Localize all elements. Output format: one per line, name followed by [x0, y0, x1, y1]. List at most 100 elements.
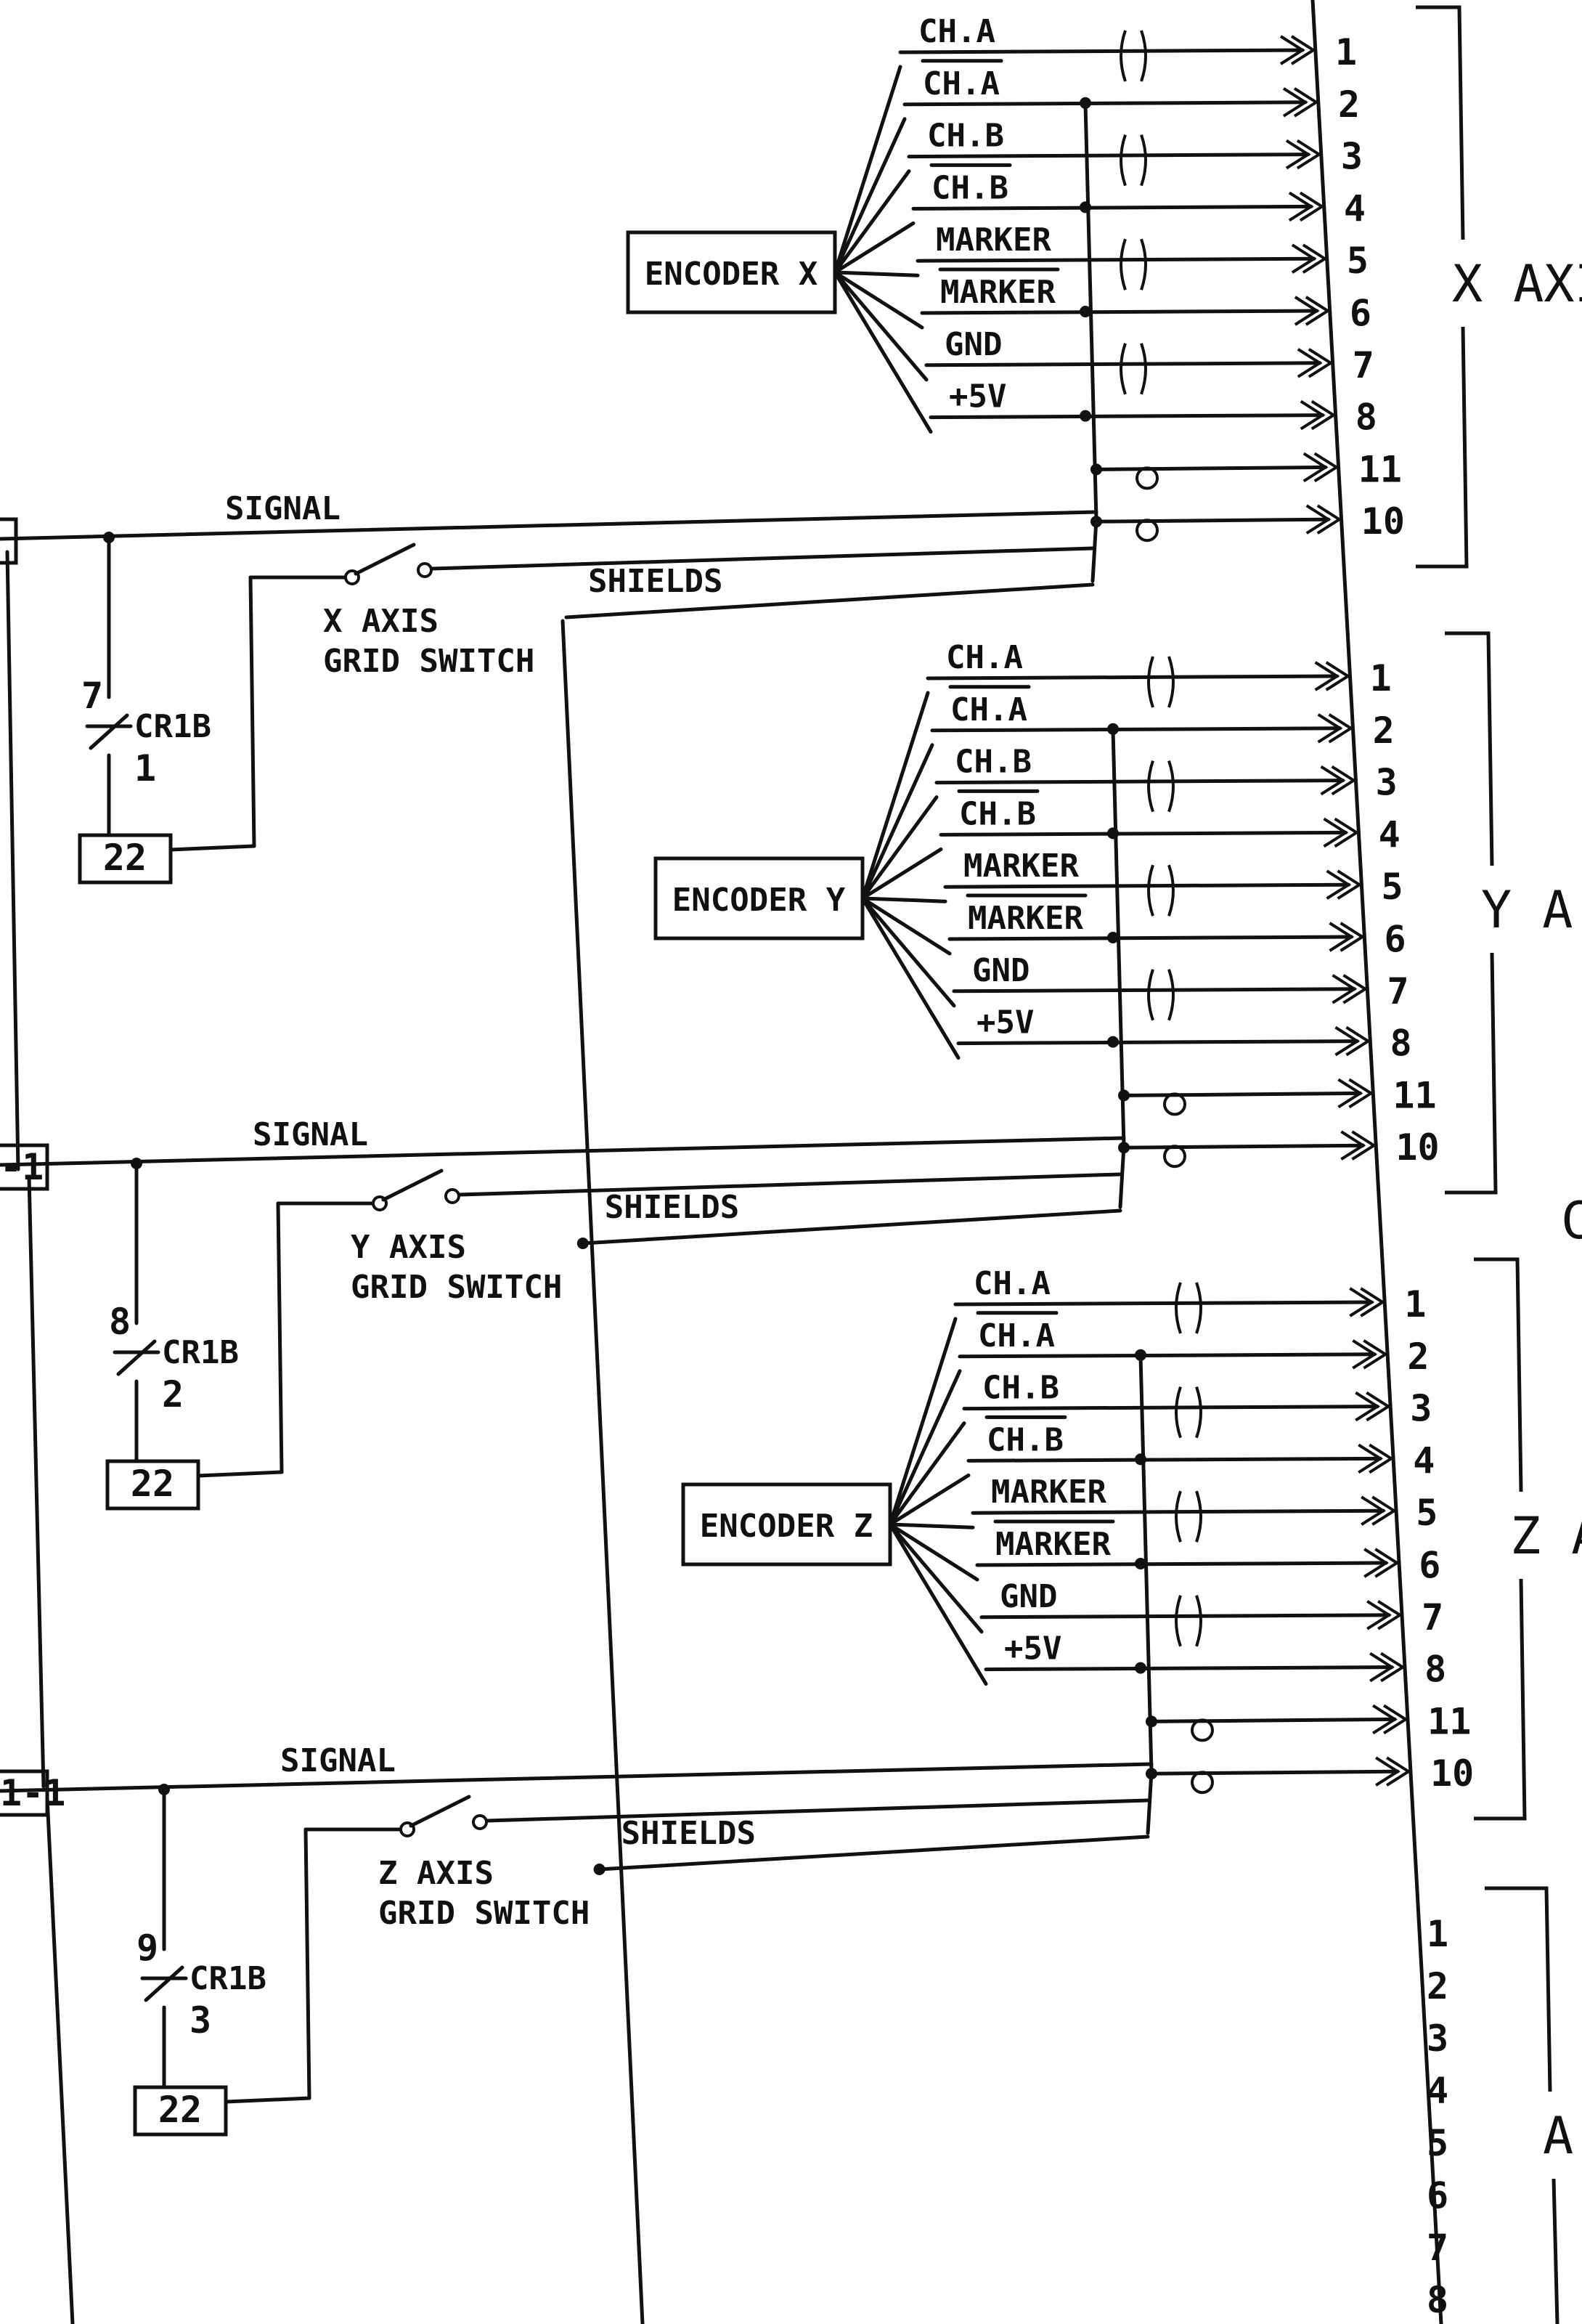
fan-wire: [833, 270, 924, 330]
left-tag-box: [0, 1143, 49, 1191]
encoder-label: ENCODER Z: [700, 1508, 873, 1545]
signal-wire: [953, 1300, 1374, 1307]
connector-arrow: [1288, 191, 1325, 222]
terminal-box-label: 22: [158, 2089, 202, 2131]
switch-contact: [399, 1821, 415, 1837]
left-rail-middle: [27, 1174, 46, 1789]
group-bracket: [1474, 1257, 1527, 1821]
pin-number: 3: [1410, 1388, 1432, 1430]
fan-wire: [860, 896, 961, 1060]
signal-wire: [952, 987, 1356, 994]
connector-arrow: [1369, 1651, 1406, 1683]
fan-wire: [888, 1522, 979, 1582]
relay-pin: 8: [109, 1301, 131, 1343]
left-tag-label: 1-1: [0, 1772, 65, 1814]
fan-wire: [833, 270, 929, 382]
group-label: Z A: [1510, 1506, 1582, 1566]
pin-number: 11: [1358, 448, 1402, 490]
shield-ring: [1163, 1092, 1186, 1116]
connector-arrow: [1279, 35, 1316, 65]
shield-wire: [1094, 465, 1328, 471]
pin-number: 7: [1353, 344, 1374, 386]
pin-number: 1: [1404, 1283, 1426, 1325]
shield-twist: [1120, 343, 1147, 395]
fan-wire: [860, 847, 943, 901]
pin-number: 10: [1430, 1752, 1474, 1795]
signal-wire: [898, 48, 1305, 54]
terminal-box: [133, 2085, 228, 2137]
shield-twist: [1120, 30, 1147, 82]
connector-arrow: [1285, 139, 1322, 170]
signal-line: [0, 510, 1098, 541]
connector-arrow: [1337, 1078, 1374, 1109]
relay-contact: [89, 713, 129, 750]
pin-number: 5: [1416, 1492, 1438, 1534]
group-label: X AXI: [1452, 254, 1582, 314]
group-label: Y A: [1481, 880, 1573, 940]
pin-number: 11: [1393, 1074, 1436, 1116]
switch-lead: [224, 2096, 311, 2104]
pin-number: 3: [1376, 762, 1398, 804]
signal-wire: [943, 882, 1351, 889]
connector-arrow: [1320, 765, 1357, 796]
terminal-box: [78, 833, 173, 885]
signal-line-label: CH.B: [931, 169, 1008, 206]
pin-number: 6: [1350, 292, 1371, 334]
pin-number: 2: [1407, 1336, 1429, 1378]
fan-wire: [888, 1369, 962, 1527]
switch-lead: [196, 1470, 284, 1478]
connector-arrow: [1334, 1025, 1371, 1057]
signal-line-label: GND: [1000, 1578, 1057, 1615]
terminal-box-label: 22: [103, 837, 147, 879]
relay-label: CR1B: [134, 708, 211, 745]
connector-arrow: [1323, 817, 1360, 848]
signal-line-label: MARKER: [940, 274, 1056, 311]
connector-arrow: [1349, 1287, 1386, 1317]
signal-line-label: CH.B: [982, 1370, 1059, 1407]
shield-wire: [1149, 1717, 1397, 1723]
connector-arrow: [1305, 504, 1342, 535]
shield-twist: [1175, 1595, 1202, 1647]
drain-wire: [1083, 102, 1098, 521]
fan-wire: [860, 896, 952, 956]
group-bracket: [1445, 631, 1498, 1195]
shield-ring: [1135, 466, 1159, 490]
shield-wire: [1122, 1091, 1362, 1097]
pin-number: 8: [1390, 1023, 1411, 1065]
switch-label: GRID SWITCH: [351, 1269, 562, 1306]
shield-wire: [1149, 1769, 1400, 1776]
shield-ring: [1191, 1718, 1214, 1742]
relay-contact: [116, 1339, 157, 1376]
switch-lead: [457, 1172, 1122, 1197]
signal-line-label: CH.A: [950, 691, 1027, 728]
left-tag-box: [0, 517, 18, 565]
connector-arrow: [1302, 452, 1340, 483]
shield-twist: [1147, 864, 1175, 917]
signal-wire: [920, 309, 1319, 315]
fan-wire: [860, 743, 934, 901]
signal-wire: [939, 830, 1348, 837]
pin-number: 4: [1427, 2070, 1448, 2112]
pin-number: 10: [1395, 1126, 1439, 1169]
shield-twist: [1175, 1490, 1202, 1543]
left-rail-upper: [5, 550, 20, 1171]
shield-wire: [1094, 517, 1331, 524]
drain-wire: [1090, 518, 1098, 583]
left-tag-box: [0, 1769, 49, 1817]
shield-ring: [1163, 1145, 1186, 1169]
signal-wire: [975, 1561, 1388, 1567]
connector-arrow: [1317, 713, 1354, 744]
pin-number: 5: [1347, 240, 1369, 282]
signal-wire: [902, 100, 1308, 107]
signal-label: SIGNAL: [280, 1742, 396, 1779]
shield-ring: [1191, 1771, 1214, 1795]
connector-arrow: [1332, 974, 1369, 1004]
pin-number: 6: [1427, 2174, 1448, 2217]
junction-dot: [1080, 306, 1091, 317]
switch-lead: [430, 546, 1095, 571]
connector-arrow: [1361, 1495, 1397, 1526]
shields-line: [581, 1208, 1122, 1246]
switch-lead: [248, 575, 256, 848]
signal-line-label: CH.A: [946, 639, 1023, 676]
switch-contact: [417, 562, 433, 578]
